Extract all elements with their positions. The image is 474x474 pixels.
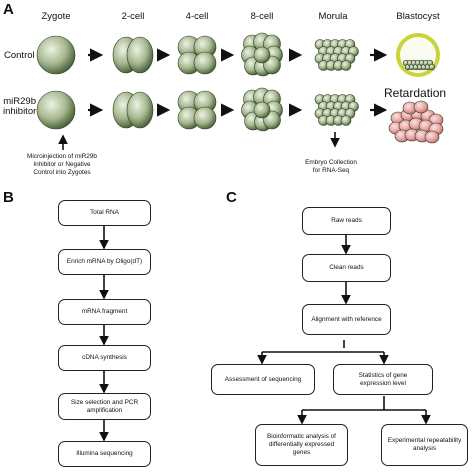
stage-zygote: Zygote xyxy=(41,11,71,22)
step-enrich-mrna: Enrich mRNA by Oligo(dT) xyxy=(58,249,151,275)
step-assessment: Assessment of sequencing xyxy=(211,364,315,395)
stage-8-cell: 8-cell xyxy=(250,11,274,22)
four-cell-inhibitor xyxy=(177,90,217,130)
step-illumina: Illumina sequencing xyxy=(58,441,151,467)
step-repeatability: Experimental repeatability analysis xyxy=(381,424,468,466)
embryo-drawings xyxy=(36,32,444,144)
step-cdna-synthesis: cDNA synthesis xyxy=(58,345,151,371)
row-control: Control xyxy=(4,50,35,61)
blastocyst-control xyxy=(396,33,440,77)
step-clean-reads: Clean reads xyxy=(302,254,391,282)
eight-cell-control xyxy=(241,32,283,77)
flow-arrows xyxy=(58,48,431,442)
morula-control xyxy=(314,39,359,71)
retardation-label: Retardation xyxy=(384,86,447,100)
step-raw-reads: Raw reads xyxy=(302,207,391,235)
panel-b-label: B xyxy=(3,189,14,206)
injection-note: Microinjection of miR29b Inhibitor or Ne… xyxy=(27,153,97,176)
two-cell-control xyxy=(112,36,154,74)
step-bioinformatic: Bioinformatic analysis of differentially… xyxy=(255,424,348,466)
stage-blastocyst: Blastocyst xyxy=(396,11,440,22)
collection-note: Embryo Collection for RNA-Seq xyxy=(305,159,357,174)
stage-2-cell: 2-cell xyxy=(121,11,145,22)
panel-a-label: A xyxy=(3,1,14,18)
stage-4-cell: 4-cell xyxy=(185,11,209,22)
zygote-control xyxy=(36,35,76,75)
morula-inhibitor xyxy=(314,94,359,126)
row-inhibitor: miR29b inhibitor xyxy=(3,96,37,118)
four-cell-control xyxy=(177,35,217,75)
step-size-selection: Size selection and PCR amplification xyxy=(58,393,151,420)
stage-morula: Morula xyxy=(318,11,348,22)
panel-c-label: C xyxy=(226,189,237,206)
eight-cell-inhibitor xyxy=(241,87,283,132)
zygote-inhibitor xyxy=(36,90,76,130)
step-mrna-fragment: mRNA fragment xyxy=(58,299,151,325)
retarded-embryo xyxy=(388,100,444,144)
step-statistics: Statistics of gene expression level xyxy=(333,364,433,395)
two-cell-inhibitor xyxy=(112,91,154,129)
step-total-rna: Total RNA xyxy=(58,200,151,226)
step-alignment: Alignment with reference xyxy=(302,304,391,335)
